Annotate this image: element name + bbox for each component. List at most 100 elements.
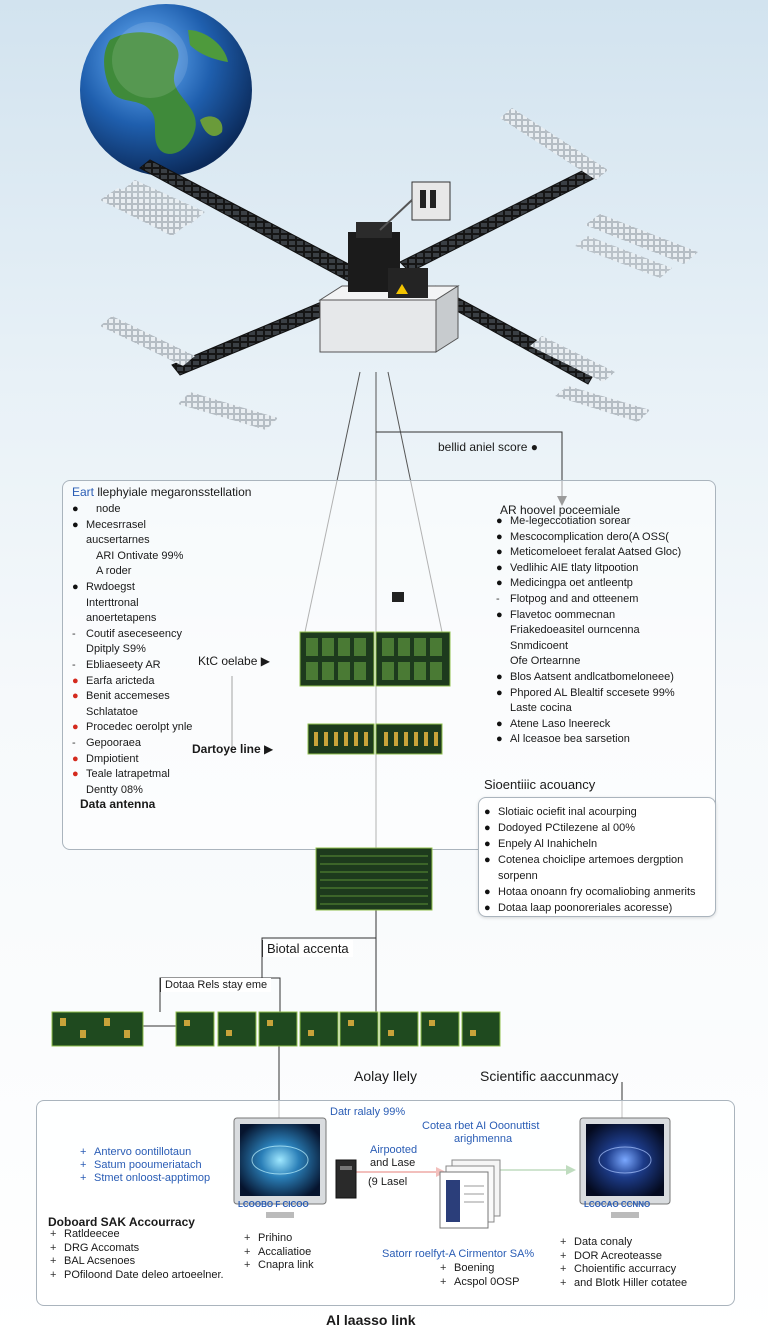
list-item-label: Teale latrapetmal — [86, 768, 170, 781]
list-item: +Prihino — [244, 1232, 314, 1246]
bullet-icon: ● — [496, 577, 503, 590]
panel-left-footer: Data antenna — [80, 797, 156, 811]
bullet-icon: ● — [72, 580, 79, 593]
biotal-label: Biotal accenta — [262, 940, 353, 957]
bullet-icon: ● — [484, 902, 491, 914]
list-item-label: Dodoyed PCtilezene al 00% — [498, 822, 635, 834]
list-item: ●Phpored AL Blealtif sccesete 99% — [496, 686, 681, 702]
list-item-label: Enpely Al Inahicheln — [498, 838, 598, 850]
bullet-icon: + — [80, 1159, 87, 1171]
monitor-left — [233, 1117, 327, 1218]
list-item: Dentty 08% — [72, 783, 192, 799]
list-item: ●Slotiaic ociefit inal acourping — [484, 804, 712, 820]
document-stack — [439, 1159, 501, 1229]
mid-right-list: +Boening+Acspol 0OSP — [440, 1262, 519, 1289]
list-item: ●Mescocomplication dero(A OSS( — [496, 530, 681, 546]
list-item-label: Choientific accurracy — [574, 1263, 677, 1275]
bullet-icon: ● — [496, 717, 503, 730]
list-item: Schlatatoe — [72, 705, 192, 721]
list-item-label: Antervo oontillotaun — [94, 1146, 192, 1158]
list-item-label: Coutif aseceseency — [86, 627, 182, 640]
screen-right-caption: LCOCAO CCNNO — [584, 1200, 651, 1209]
mid-left-list: +Prihino+Accaliatioe+Cnapra link — [244, 1232, 314, 1273]
bullet-icon: ● — [496, 733, 503, 746]
list-item: ●node — [72, 502, 192, 518]
list-item-label: Friakedoeasitel ourncenna — [510, 624, 640, 637]
list-item-label: Blos Aatsent andlcatbomeloneee) — [510, 670, 674, 683]
aolay-label: Aolay llely — [354, 1068, 418, 1084]
bullet-icon: ● — [484, 822, 491, 834]
bottom-title: Al laasso link — [326, 1312, 416, 1328]
list-item: ARI Ontivate 99% — [72, 549, 192, 565]
list-item-label: Stmet onloost-apptimop — [94, 1172, 211, 1184]
list-item-label: Medicingpa oet antleentp — [510, 577, 633, 590]
list-item-label: Mecesrrasel — [86, 518, 146, 531]
list-item: A roder — [72, 564, 192, 580]
bullet-icon: ● — [484, 806, 491, 818]
bullet-icon: ● — [72, 503, 79, 515]
p-lasel-label: (9 Lasel — [368, 1176, 408, 1188]
list-item: +Acspol 0OSP — [440, 1276, 519, 1290]
bullet-icon: + — [244, 1232, 251, 1244]
bullet-icon: + — [244, 1245, 251, 1258]
bullet-icon: ● — [72, 690, 79, 703]
truss-arms — [139, 159, 596, 385]
list-item: ● Benit accemeses — [72, 689, 192, 705]
list-item: +BAL Acsenoes — [50, 1255, 224, 1269]
ktc-label: KtC oelabe ▶ — [198, 654, 270, 668]
triangle-right-icon: ▶ — [260, 654, 270, 668]
solar-panels — [100, 108, 698, 430]
list-item: ● Blos Aatsent andlcatbomeloneee) — [496, 670, 681, 686]
list-item-label: Ebliaeseety AR — [86, 658, 161, 671]
list-item: anoertetapens — [72, 611, 192, 627]
list-item-label: Dotaa laap poonoreriales acoresse) — [498, 902, 673, 914]
list-item-label: Ofe Ortearnne — [510, 655, 581, 668]
bullet-icon: + — [560, 1263, 567, 1275]
list-item: ●Procedec oerolpt ynle — [72, 720, 192, 736]
bullet-icon: - — [72, 736, 76, 749]
bottom-left-list: + Antervo oontillotaun + Satum pooumeriatac… — [80, 1146, 210, 1185]
bullet-icon: - — [72, 627, 76, 640]
list-item-label: and Blotk Hiller cotatee — [574, 1276, 688, 1289]
list-item-label: Dpitply S9% — [86, 643, 146, 656]
bullet-icon: ● — [72, 752, 79, 765]
list-item-label: Data conaly — [574, 1236, 633, 1248]
list-item: +Boening — [440, 1262, 519, 1276]
bullet-icon: ● — [484, 838, 491, 850]
list-item: +and Blotk Hiller cotatee — [560, 1277, 687, 1291]
data-relay-label: Datr ralaly 99% — [330, 1106, 406, 1118]
list-item: ●Cotenea choiclipe artemoes dergption so… — [484, 852, 712, 884]
list-item-label: Satum pooumeriatach — [94, 1159, 202, 1171]
bullet-icon: ● — [484, 854, 491, 866]
panel-right-footer: Sioentiiic acouancy — [484, 777, 596, 792]
airpooted-label: Airpooted — [370, 1144, 418, 1156]
list-item-label: Phpored AL Blealtif sccesete 99% — [510, 686, 675, 699]
list-item-label: Snmdicoent — [510, 639, 569, 652]
cotea2-label: arighmenna — [454, 1133, 513, 1145]
bullet-icon: + — [50, 1228, 57, 1240]
list-item-label: ARI Ontivate 99% — [96, 549, 184, 562]
list-item-label: anoertetapens — [86, 612, 157, 625]
panel-left-title: Eart llephyiale megaronsstellation — [72, 485, 252, 499]
panel-right-title: AR hoovel poceemiale — [500, 503, 621, 517]
triangle-right-icon: ▶ — [264, 742, 274, 756]
bullet-icon: ● — [496, 608, 503, 621]
list-item-label: Benit accemeses — [86, 690, 170, 703]
list-item: ●Hotaa onoann fry ocomaliobing anmerits — [484, 884, 712, 900]
list-item: -Ebliaeseety AR — [72, 658, 192, 674]
bullet-icon: ● — [496, 670, 503, 683]
list-item: -Flotpog and and otteenem — [496, 592, 681, 608]
list-item-label: DRG Accomats — [64, 1241, 140, 1254]
bullet-icon: + — [80, 1172, 87, 1184]
list-item: +Ratldeecee — [50, 1228, 224, 1242]
list-item: Laste cocina — [496, 701, 681, 717]
list-item-label: Boening — [454, 1262, 495, 1274]
sub-panel — [478, 797, 716, 917]
dartoye-label: Dartoye line ▶ — [192, 742, 274, 756]
bullet-icon: ● — [72, 768, 79, 781]
doboard-title: Doboard SAK Accourracy — [48, 1215, 195, 1229]
panel-right-list: ●Me-legeccotiation sorear●Mescocomplicat… — [496, 514, 681, 748]
list-item: +POfiloond Date deleo artoeelner. — [50, 1269, 224, 1283]
list-item-label: Rwdoegst — [86, 580, 135, 593]
